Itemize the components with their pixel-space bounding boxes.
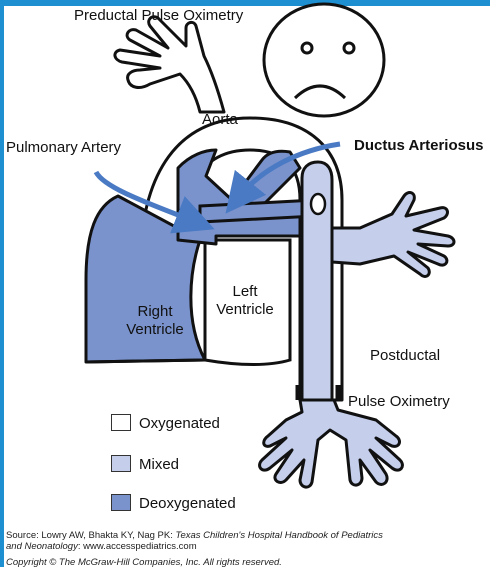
- source-url: : www.accesspediatrics.com: [78, 541, 197, 552]
- preductal-hand: [115, 17, 224, 112]
- right-ventricle-label-line2: Ventricle: [116, 322, 194, 337]
- postductal-label-line2: Pulse Oximetry: [348, 394, 450, 409]
- pulmonary-artery: [178, 150, 316, 244]
- legend-label-mixed: Mixed: [139, 457, 179, 472]
- legend-swatch-deoxygenated: [111, 494, 131, 511]
- source-line-2: and Neonatology: www.accesspediatrics.co…: [6, 541, 197, 552]
- legend-label-deoxygenated: Deoxygenated: [139, 496, 236, 511]
- source-line2: and Neonatology: [6, 541, 78, 552]
- legs-feet: [260, 400, 403, 487]
- ductus-label: Ductus Arteriosus: [354, 138, 483, 153]
- descending-aorta: [298, 162, 338, 400]
- preductal-label: Preductal Pulse Oximetry: [74, 8, 243, 23]
- postductal-label-line1: Postductal: [370, 348, 440, 363]
- source-title: Texas Children's Hospital Handbook of Pe…: [176, 530, 383, 541]
- postductal-arm: [332, 193, 454, 277]
- source-prefix: Source: Lowry AW, Bhakta KY, Nag PK:: [6, 530, 176, 541]
- aorta-label: Aorta: [202, 112, 238, 127]
- left-ventricle-label-line1: Left: [215, 284, 275, 299]
- source-line-1: Source: Lowry AW, Bhakta KY, Nag PK: Tex…: [6, 530, 383, 541]
- copyright: Copyright © The McGraw-Hill Companies, I…: [6, 557, 282, 568]
- legend-swatch-mixed: [111, 455, 131, 472]
- face: [264, 4, 384, 116]
- legend-swatch-oxygenated: [111, 414, 131, 431]
- right-ventricle-label-line1: Right: [120, 304, 190, 319]
- legend-label-oxygenated: Oxygenated: [139, 416, 220, 431]
- pulmonary-artery-label: Pulmonary Artery: [6, 140, 121, 155]
- left-ventricle-label-line2: Ventricle: [208, 302, 282, 317]
